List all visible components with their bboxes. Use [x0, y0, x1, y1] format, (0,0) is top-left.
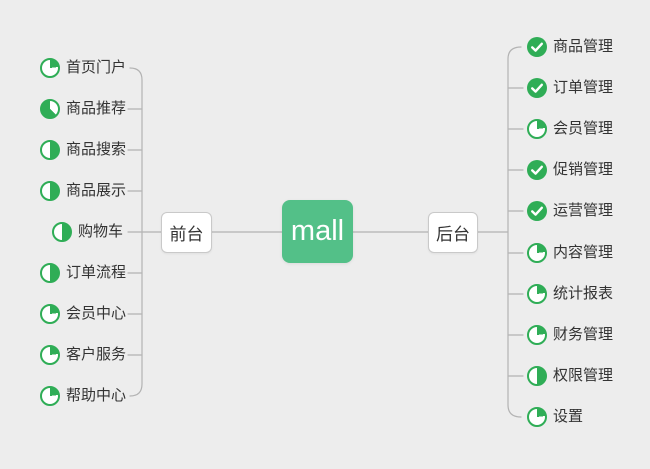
progress-60-icon	[40, 99, 60, 119]
item-label: 权限管理	[553, 367, 614, 384]
mindmap-item[interactable]: 权限管理	[527, 364, 613, 388]
mindmap-item[interactable]: 商品管理	[527, 35, 613, 59]
item-label: 会员中心	[66, 305, 127, 322]
done-check-icon	[527, 37, 547, 57]
progress-50-icon	[40, 140, 60, 160]
mindmap-item[interactable]: 运营管理	[527, 199, 613, 223]
item-label: 商品展示	[66, 182, 127, 199]
item-label: 内容管理	[553, 244, 614, 261]
item-label: 运营管理	[553, 202, 614, 219]
mindmap-item[interactable]: 财务管理	[527, 323, 613, 347]
item-label: 购物车	[78, 223, 124, 240]
done-check-icon	[527, 201, 547, 221]
mindmap-item[interactable]: 订单管理	[527, 76, 613, 100]
mindmap-item[interactable]: 订单流程	[40, 261, 126, 285]
item-label: 商品管理	[553, 38, 614, 55]
mindmap-item[interactable]: 帮助中心	[40, 384, 126, 408]
item-label: 设置	[553, 408, 584, 425]
root-label: mall	[290, 215, 345, 247]
item-label: 商品推荐	[66, 100, 127, 117]
mindmap-item[interactable]: 商品推荐	[40, 97, 126, 121]
mindmap-item[interactable]: 设置	[527, 405, 583, 429]
mindmap-item[interactable]: 促销管理	[527, 158, 613, 182]
progress-25-icon	[40, 304, 60, 324]
progress-25-icon	[527, 284, 547, 304]
item-label: 统计报表	[553, 285, 614, 302]
item-label: 财务管理	[553, 326, 614, 343]
progress-25-icon	[527, 325, 547, 345]
progress-25-icon	[527, 407, 547, 427]
progress-25-icon	[527, 119, 547, 139]
progress-25-icon	[527, 243, 547, 263]
mindmap-item[interactable]: 内容管理	[527, 241, 613, 265]
progress-50-icon	[52, 222, 72, 242]
done-check-icon	[527, 78, 547, 98]
front-branch-node[interactable]: 前台	[161, 212, 212, 253]
mindmap-item[interactable]: 会员管理	[527, 117, 613, 141]
item-label: 促销管理	[553, 161, 614, 178]
root-node[interactable]: mall	[282, 200, 353, 263]
item-label: 商品搜索	[66, 141, 127, 158]
done-check-icon	[527, 160, 547, 180]
front-branch-label: 前台	[169, 225, 204, 244]
item-label: 首页门户	[66, 59, 127, 76]
progress-25-icon	[40, 58, 60, 78]
mindmap-item[interactable]: 商品搜索	[40, 138, 126, 162]
mindmap-item[interactable]: 统计报表	[527, 282, 613, 306]
progress-50-icon	[40, 181, 60, 201]
item-label: 会员管理	[553, 120, 614, 137]
item-label: 订单流程	[66, 264, 127, 281]
back-branch-label: 后台	[436, 225, 470, 244]
progress-50-icon	[40, 263, 60, 283]
progress-25-icon	[40, 345, 60, 365]
mindmap-item[interactable]: 商品展示	[40, 179, 126, 203]
mindmap-item[interactable]: 购物车	[52, 220, 123, 244]
mindmap-item[interactable]: 首页门户	[40, 56, 126, 80]
mindmap-item[interactable]: 客户服务	[40, 343, 126, 367]
item-label: 客户服务	[66, 346, 127, 363]
item-label: 订单管理	[553, 79, 614, 96]
progress-25-icon	[40, 386, 60, 406]
back-branch-node[interactable]: 后台	[428, 212, 478, 253]
mindmap-item[interactable]: 会员中心	[40, 302, 126, 326]
item-label: 帮助中心	[66, 387, 127, 404]
progress-50-icon	[527, 366, 547, 386]
